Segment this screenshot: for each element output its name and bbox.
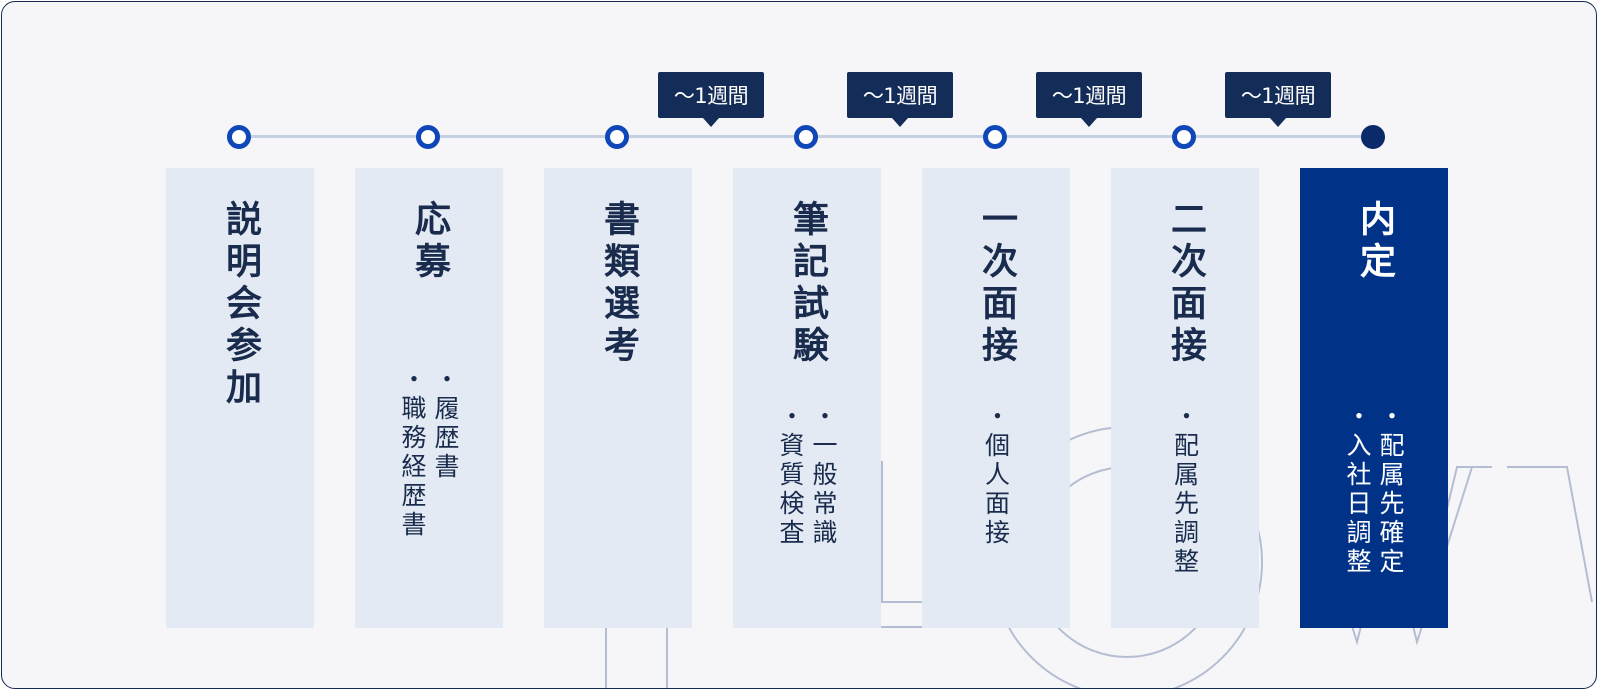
- step-details: ・配属先調整: [1170, 403, 1200, 577]
- step-title: 内定: [1354, 200, 1395, 284]
- step-title: 一次面接: [976, 200, 1017, 368]
- step-card-second-interview: 二次面接 ・配属先調整: [1111, 168, 1259, 628]
- step-card-document-screening: 書類選考: [544, 168, 692, 628]
- step-detail: ・個人面接: [981, 403, 1011, 548]
- step-details: ・個人面接: [981, 403, 1011, 548]
- timeline-dot-final: [1361, 125, 1385, 149]
- timeline-dot-1: [227, 125, 251, 149]
- step-card-application: 応募 ・履歴書 ・職務経歴書: [355, 168, 503, 628]
- step-card-written-exam: 筆記試験 ・一般常識 ・資質検査: [733, 168, 881, 628]
- duration-label: 〜1週間: [1051, 84, 1127, 108]
- step-detail: ・配属先調整: [1170, 403, 1200, 577]
- step-detail: ・履歴書: [431, 366, 460, 482]
- step-card-first-interview: 一次面接 ・個人面接: [922, 168, 1070, 628]
- step-detail: ・入社日調整: [1343, 403, 1372, 577]
- step-title: 筆記試験: [787, 200, 828, 368]
- timeline-dot-4: [794, 125, 818, 149]
- step-detail: ・職務経歴書: [398, 366, 427, 540]
- step-card-job-offer: 内定 ・配属先確定 ・入社日調整: [1300, 168, 1448, 628]
- duration-label: 〜1週間: [1240, 84, 1316, 108]
- duration-label: 〜1週間: [862, 84, 938, 108]
- step-title: 二次面接: [1165, 200, 1206, 368]
- duration-bubble: 〜1週間: [847, 72, 953, 127]
- step-title: 説明会参加: [220, 200, 261, 410]
- timeline-dot-2: [416, 125, 440, 149]
- step-detail: ・配属先確定: [1376, 403, 1405, 577]
- step-details: ・履歴書 ・職務経歴書: [398, 366, 460, 540]
- timeline-dot-6: [1172, 125, 1196, 149]
- step-details: ・配属先確定 ・入社日調整: [1343, 403, 1405, 577]
- timeline-dot-5: [983, 125, 1007, 149]
- duration-bubble: 〜1週間: [1036, 72, 1142, 127]
- step-card-seminar: 説明会参加: [166, 168, 314, 628]
- step-title: 応募: [409, 200, 450, 284]
- step-details: ・一般常識 ・資質検査: [776, 403, 838, 548]
- duration-bubble: 〜1週間: [1225, 72, 1331, 127]
- step-title: 書類選考: [598, 200, 639, 368]
- duration-label: 〜1週間: [673, 84, 749, 108]
- duration-bubble: 〜1週間: [658, 72, 764, 127]
- timeline-dot-3: [605, 125, 629, 149]
- step-detail: ・一般常識: [809, 403, 838, 548]
- step-detail: ・資質検査: [776, 403, 805, 548]
